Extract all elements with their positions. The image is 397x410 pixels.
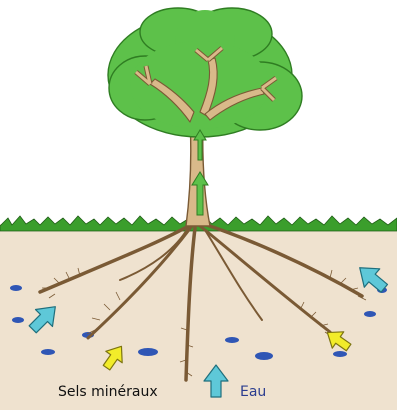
water-pocket	[12, 317, 24, 323]
soil	[0, 224, 397, 410]
label-water: Eau	[240, 384, 266, 400]
water-pocket	[138, 348, 158, 356]
label-mineral-salts: Sels minéraux	[58, 384, 158, 400]
water-pocket	[225, 337, 239, 343]
water-pocket	[333, 351, 347, 357]
water-pocket	[364, 311, 376, 317]
water-pocket	[10, 285, 22, 291]
water-pocket	[255, 352, 273, 360]
water-pocket	[41, 349, 55, 355]
